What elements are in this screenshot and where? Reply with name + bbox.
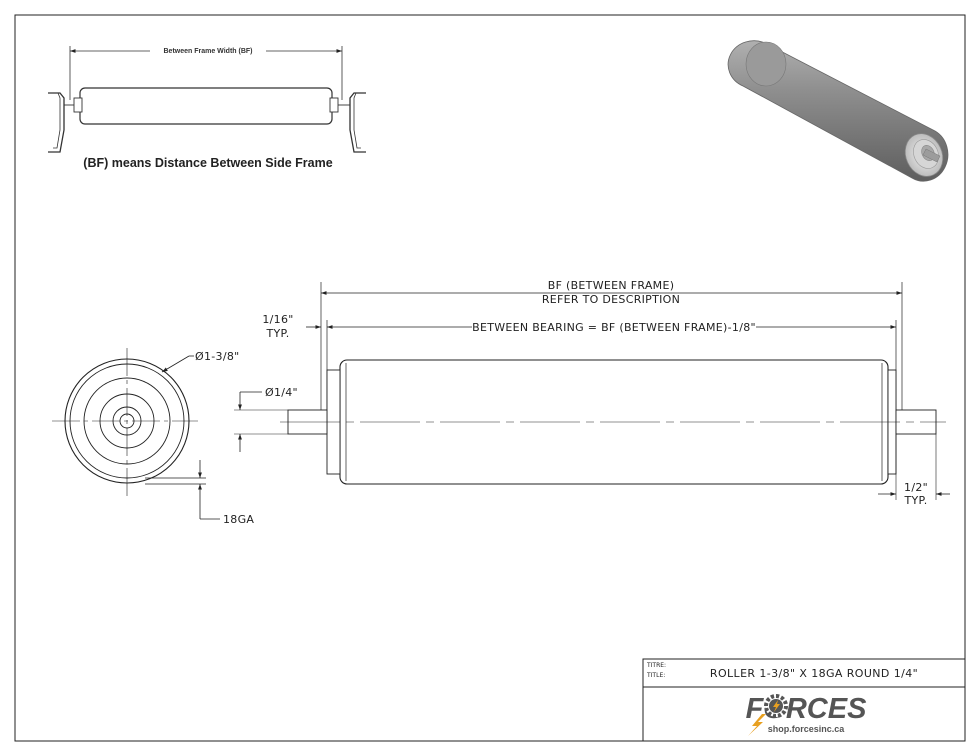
sheet-border	[14, 14, 966, 742]
bf-inset: Between Frame Width (BF) (BF) means Dist…	[48, 44, 366, 170]
between-bearing-label: BETWEEN BEARING = BF (BETWEEN FRAME)-1/8…	[472, 321, 756, 334]
gap-label-line1: 1/16"	[262, 313, 293, 326]
end-view: Ø1-3/8" 18GA	[52, 348, 254, 526]
logo-text: FORCES	[746, 693, 868, 725]
side-view: BF (BETWEEN FRAME) REFER TO DESCRIPTION …	[234, 279, 950, 507]
shaft-extension-line1: 1/2"	[904, 481, 928, 494]
gap-label-line2: TYP.	[265, 327, 289, 340]
roller-3d-render	[727, 40, 949, 182]
forces-logo: FORCES shop.forcesinc.ca	[746, 693, 868, 736]
title-block: TITRE: TITLE: ROLLER 1-3/8" X 18GA ROUND…	[642, 658, 966, 742]
overall-dimension-line1: BF (BETWEEN FRAME)	[548, 279, 675, 292]
inset-dimension-label: Between Frame Width (BF)	[164, 48, 253, 55]
inset-caption: (BF) means Distance Between Side Frame	[83, 156, 332, 170]
logo-url: shop.forcesinc.ca	[768, 724, 846, 734]
drawing-title: ROLLER 1-3/8" X 18GA ROUND 1/4"	[710, 667, 918, 680]
inset-left-frame	[48, 92, 65, 153]
title-label-top: TITRE:	[646, 662, 666, 669]
overall-dimension-line2: REFER TO DESCRIPTION	[542, 293, 680, 306]
tube-diameter-label: Ø1-3/8"	[195, 350, 240, 363]
logo-bolt-icon	[748, 714, 766, 736]
inset-roller	[79, 87, 333, 125]
wall-gauge-label: 18GA	[223, 513, 254, 526]
shaft-extension-line2: TYP.	[903, 494, 927, 507]
shaft-diameter-label: Ø1/4"	[265, 386, 298, 399]
title-label-bottom: TITLE:	[646, 672, 665, 679]
gear-bolt-icon	[764, 694, 788, 718]
inset-right-frame	[349, 92, 366, 153]
